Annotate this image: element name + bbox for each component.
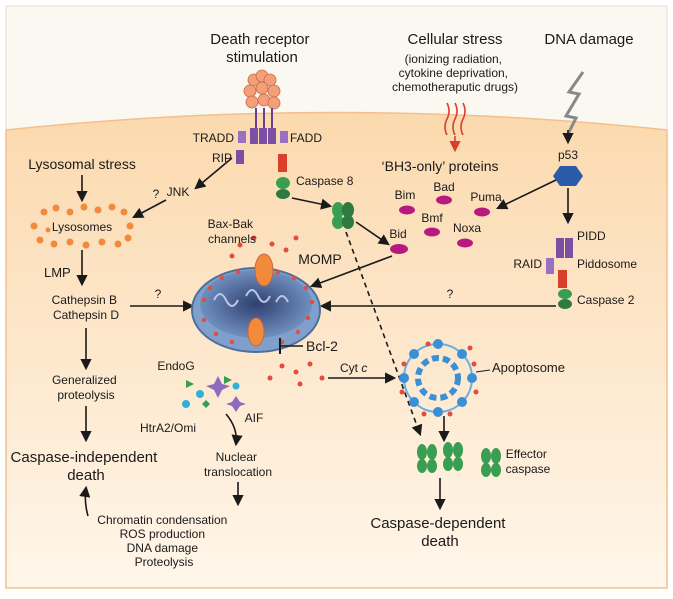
raid-label: RAID (513, 257, 542, 271)
caspase2-label: Caspase 2 (577, 293, 635, 307)
death-receptor-complex (236, 69, 290, 199)
lysosomal-stress-label: Lysosomal stress (28, 156, 136, 172)
caspase-dependent-death-label: Caspase-dependent death (370, 515, 509, 550)
apoptosome-label: Apoptosome (492, 360, 565, 375)
lysosomes-label: Lysosomes (52, 220, 112, 234)
htra2-label: HtrA2/Omi (140, 421, 196, 435)
bcl2-channel (247, 317, 265, 347)
bad-protein (436, 195, 452, 205)
apoptosome-complex (399, 339, 479, 417)
death-receptor-label: Death receptor stimulation (210, 31, 313, 66)
lmp-label: LMP (44, 265, 71, 280)
cellular-stress-label: Cellular stress (407, 31, 502, 48)
endog-label: EndoG (157, 359, 194, 373)
piddosome-complex (546, 238, 573, 309)
generalized-proteolysis-label: Generalized proteolysis (52, 373, 120, 402)
piddosome-label: Piddosome (577, 257, 637, 271)
bax-bak-label: Bax-Bak channels (208, 217, 257, 246)
puma-label: Puma (470, 190, 502, 204)
bmf-protein (424, 227, 440, 237)
cellular-stress-detail: (ionizing radiation, cytokine deprivatio… (392, 52, 518, 94)
lightning-icon (563, 71, 585, 135)
bim-label: Bim (395, 188, 416, 202)
effector-caspases (417, 442, 501, 477)
momp-label: MOMP (298, 251, 342, 267)
pidd-label: PIDD (577, 229, 606, 243)
cathepsin-question: ? (155, 287, 162, 301)
aif-label: AIF (245, 411, 264, 425)
bax-bak-channel (254, 253, 274, 287)
fadd-label: FADD (290, 131, 322, 145)
stress-wavy-arrow (444, 102, 466, 153)
bid-label: Bid (389, 227, 406, 241)
effector-caspase-label: Effector caspase (506, 447, 551, 476)
cathepsin-label: Cathepsin B Cathepsin D (52, 293, 121, 322)
caspase8-active (332, 202, 354, 229)
caspase8-label: Caspase 8 (296, 174, 354, 188)
bcl2-label: Bcl-2 (306, 338, 338, 354)
caspase2-question: ? (447, 287, 454, 301)
rip-protein (236, 150, 244, 164)
fadd-protein (278, 154, 287, 172)
ims-proteins (182, 376, 246, 412)
jnk-label: JNK (167, 185, 190, 199)
lysosome-cluster (30, 203, 134, 249)
bmf-label: Bmf (421, 211, 443, 225)
puma-protein (474, 207, 490, 217)
cytc-label: Cyt c (340, 361, 367, 375)
p53-hexagon (553, 166, 583, 186)
rip-label: RIP (212, 151, 232, 165)
chromatin-effects-label: Chromatin condensation ROS production DN… (97, 513, 230, 569)
nuclear-translocation-label: Nuclear translocation (204, 450, 272, 479)
tradd-label: TRADD (193, 131, 235, 145)
caspase-independent-death-label: Caspase-independent death (11, 449, 162, 484)
p53-label: p53 (558, 148, 578, 162)
noxa-protein (457, 238, 473, 248)
jnk-question: ? (153, 187, 160, 201)
noxa-label: Noxa (453, 221, 481, 235)
bad-label: Bad (433, 180, 454, 194)
cell-cytoplasm (5, 111, 668, 589)
mitochondrion (191, 267, 321, 353)
bh3-label: ‘BH3-only’ proteins (382, 158, 499, 174)
bid-protein (390, 244, 408, 254)
bim-protein (399, 205, 415, 215)
dna-damage-label: DNA damage (544, 31, 633, 48)
released-factors-dots (229, 235, 325, 387)
